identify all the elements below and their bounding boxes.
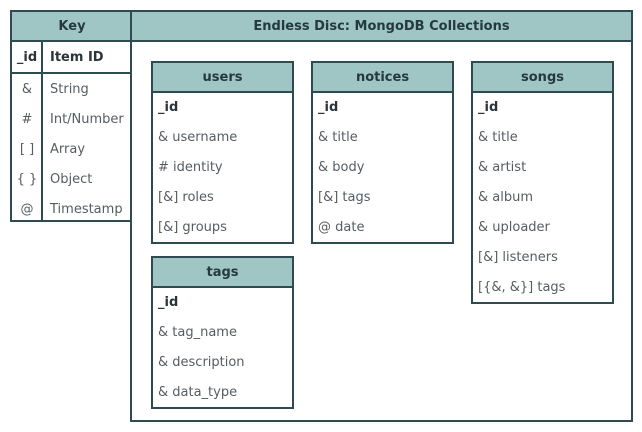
key-symbol: @	[20, 201, 34, 217]
key-row-string: & String	[12, 74, 132, 104]
field: [&] groups	[158, 220, 227, 235]
field: [{&, &}] tags	[478, 280, 566, 295]
collection-title: tags	[153, 258, 292, 288]
key-symbol: [ ]	[19, 141, 35, 157]
field: & body	[318, 160, 365, 175]
field: & album	[478, 190, 534, 205]
field-id: _id	[158, 295, 179, 310]
key-label: Array	[50, 141, 86, 157]
field: & title	[478, 130, 518, 145]
field: & username	[158, 130, 238, 145]
field: & tag_name	[158, 325, 237, 340]
key-divider	[41, 42, 43, 220]
field: & data_type	[158, 385, 238, 400]
key-title: Key	[12, 12, 132, 42]
field: & artist	[478, 160, 527, 175]
key-symbol: { }	[16, 171, 38, 187]
key-label: Item ID	[50, 49, 104, 65]
field: [&] listeners	[478, 250, 558, 265]
key-panel: Key _id Item ID & String # Int/Number [ …	[10, 10, 134, 222]
collection-users: users _id & username # identity [&] role…	[151, 61, 294, 244]
collections-panel: Endless Disc: MongoDB Collections users …	[130, 10, 633, 422]
collection-title: songs	[473, 63, 612, 93]
field: & description	[158, 355, 245, 370]
collection-notices: notices _id & title & body [&] tags @ da…	[311, 61, 454, 244]
field: & uploader	[478, 220, 550, 235]
key-label: Int/Number	[50, 111, 124, 127]
key-symbol: #	[21, 111, 33, 127]
key-row-timestamp: @ Timestamp	[12, 194, 132, 224]
collection-title: notices	[313, 63, 452, 93]
field: [&] tags	[318, 190, 371, 205]
field-id: _id	[478, 100, 499, 115]
key-symbol: &	[21, 81, 33, 97]
key-row-array: [ ] Array	[12, 134, 132, 164]
key-label: String	[50, 81, 89, 97]
key-label: Timestamp	[50, 201, 123, 217]
field: [&] roles	[158, 190, 214, 205]
key-row-object: { } Object	[12, 164, 132, 194]
field-id: _id	[158, 100, 179, 115]
field: @ date	[318, 220, 365, 235]
collection-title: users	[153, 63, 292, 93]
field: # identity	[158, 160, 223, 175]
collection-tags: tags _id & tag_name & description & data…	[151, 256, 294, 409]
key-row-id: _id Item ID	[12, 42, 132, 74]
key-label: Object	[50, 171, 93, 187]
key-symbol: _id	[16, 49, 38, 65]
collection-songs: songs _id & title & artist & album & upl…	[471, 61, 614, 304]
field-id: _id	[318, 100, 339, 115]
key-row-number: # Int/Number	[12, 104, 132, 134]
diagram-title: Endless Disc: MongoDB Collections	[132, 12, 631, 42]
field: & title	[318, 130, 358, 145]
